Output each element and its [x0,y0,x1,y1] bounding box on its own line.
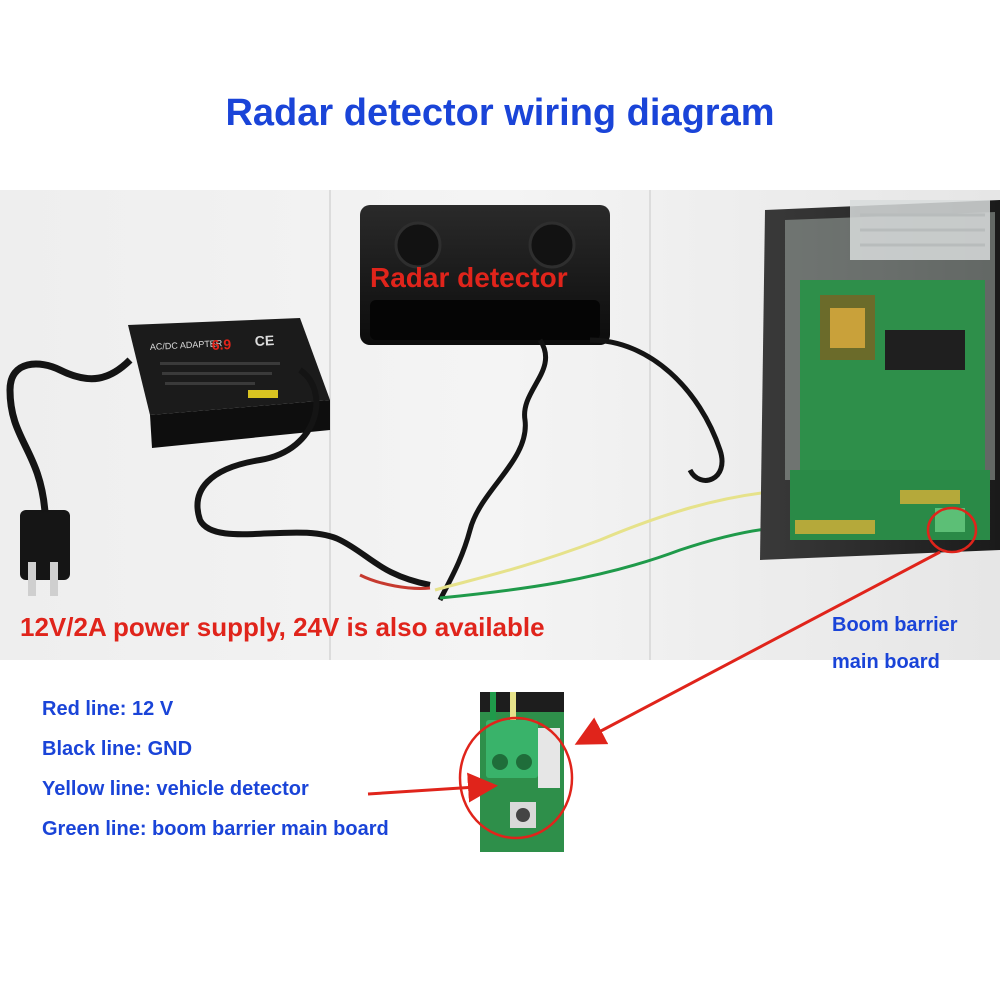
terminal-closeup-illustration [480,692,564,852]
wiring-photo-illustration: AC/DC ADAPTER 6.9 CE [0,190,1000,660]
board-label-line1: Boom barrier [832,614,958,636]
wire-legend: Red line: 12 V Black line: GND Yellow li… [42,696,389,856]
power-plug [6,357,133,596]
legend-green-line: Green line: boom barrier main board [42,818,389,840]
radar-detector-label: Radar detector [370,262,568,293]
board-label-line2: main board [832,651,940,673]
adapter-ce-text: CE [254,332,274,349]
wiring-photo: AC/DC ADAPTER 6.9 CE [0,190,1000,660]
legend-black-line: Black line: GND [42,738,193,760]
radar-detector-box [360,205,725,602]
legend-red-line: Red line: 12 V [42,698,174,720]
adapter-brand-text: 6.9 [211,336,231,353]
adapter-model-text: AC/DC ADAPTER [150,338,223,352]
boom-barrier-board-enclosure [760,200,1000,560]
page-title: Radar detector wiring diagram [225,92,775,134]
terminal-closeup-inset [480,692,564,852]
legend-yellow-line: Yellow line: vehicle detector [42,778,309,800]
power-supply-label: 12V/2A power supply, 24V is also availab… [20,612,545,642]
ac-dc-adapter: AC/DC ADAPTER 6.9 CE [128,318,431,588]
boom-barrier-board-label: Boom barrier main board [832,607,958,681]
